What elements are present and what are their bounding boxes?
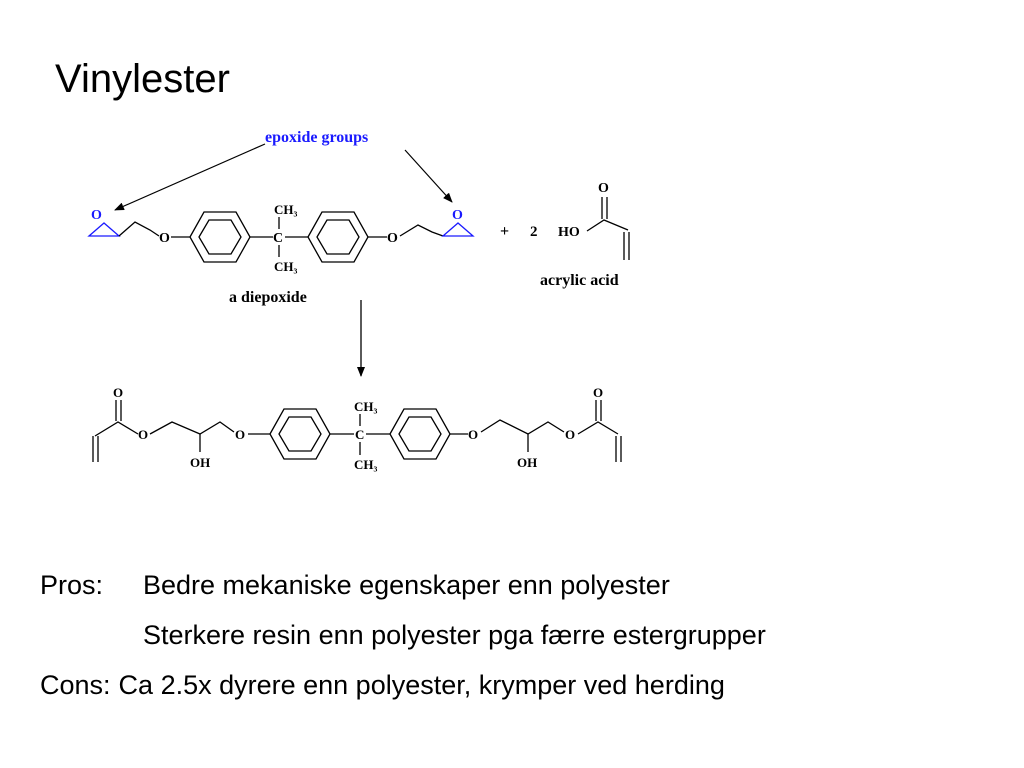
ether-oxygen-left: O xyxy=(159,231,170,246)
left-linker-chain xyxy=(118,221,160,237)
pros-spacer xyxy=(40,610,143,660)
ether-oxygen-right: O xyxy=(387,231,398,246)
pros-label: Pros: xyxy=(40,570,104,600)
methyl-bottom: CH₃ xyxy=(274,259,298,274)
pros-item-2: Sterkere resin enn polyester pga færre e… xyxy=(143,620,766,650)
product-o-ester-left: O xyxy=(138,427,148,442)
product-o-carbonyl-left: O xyxy=(113,385,123,400)
vinylester-reaction-diagram: epoxide groups O O C CH₃ CH₃ O O a diepo… xyxy=(87,129,630,472)
product-atom-labels: O O OH O CH₃ C CH₃ O OH O O xyxy=(113,385,603,472)
epoxide-groups-label: epoxide groups xyxy=(265,129,368,146)
right-linker-chain xyxy=(399,224,444,237)
right-epoxide-ring: O xyxy=(441,208,475,237)
product-o-ether-right: O xyxy=(468,427,478,442)
plus-sign: + xyxy=(500,223,509,240)
diepoxide-label: a diepoxide xyxy=(229,289,307,306)
acrylic-acid-label: acrylic acid xyxy=(540,272,619,289)
product-oh-left: OH xyxy=(190,455,210,470)
product-o-ether-left: O xyxy=(235,427,245,442)
left-benzene-ring xyxy=(189,211,251,263)
right-benzene-ring xyxy=(307,211,369,263)
acrylic-carbonyl-o: O xyxy=(598,181,609,196)
product-ch3-bottom: CH₃ xyxy=(354,457,378,472)
methyl-top: CH₃ xyxy=(274,202,298,217)
central-carbon: C xyxy=(273,231,283,246)
acrylic-ho: HO xyxy=(558,225,580,240)
vinylester-product-structure xyxy=(92,400,622,462)
cons-row: Cons: Ca 2.5x dyrere enn polyester, krym… xyxy=(40,660,1000,710)
cons-label: Cons: xyxy=(40,670,111,700)
product-ch3-top: CH₃ xyxy=(354,399,378,414)
acrylic-acid-structure: HO O xyxy=(558,181,630,260)
epoxide-arrow-left xyxy=(114,143,266,211)
product-o-ester-right: O xyxy=(565,427,575,442)
pros-row-2: Sterkere resin enn polyester pga færre e… xyxy=(40,610,1000,660)
epoxide-oxygen-left: O xyxy=(91,208,102,223)
epoxide-oxygen-right: O xyxy=(452,208,463,223)
product-oh-right: OH xyxy=(517,455,537,470)
pros-row-1: Pros: Bedre mekaniske egenskaper enn pol… xyxy=(40,560,1000,610)
product-central-c: C xyxy=(355,427,364,442)
slide-title: Vinylester xyxy=(55,57,230,101)
left-epoxide-ring: O xyxy=(87,208,121,237)
pros-cons-list: Pros: Bedre mekaniske egenskaper enn pol… xyxy=(40,560,1000,710)
pros-item-1: Bedre mekaniske egenskaper enn polyester xyxy=(143,570,670,600)
product-o-carbonyl-right: O xyxy=(593,385,603,400)
coefficient-2: 2 xyxy=(530,224,538,240)
epoxide-arrow-right xyxy=(404,149,453,203)
cons-item-1: Ca 2.5x dyrere enn polyester, krymper ve… xyxy=(118,670,725,700)
